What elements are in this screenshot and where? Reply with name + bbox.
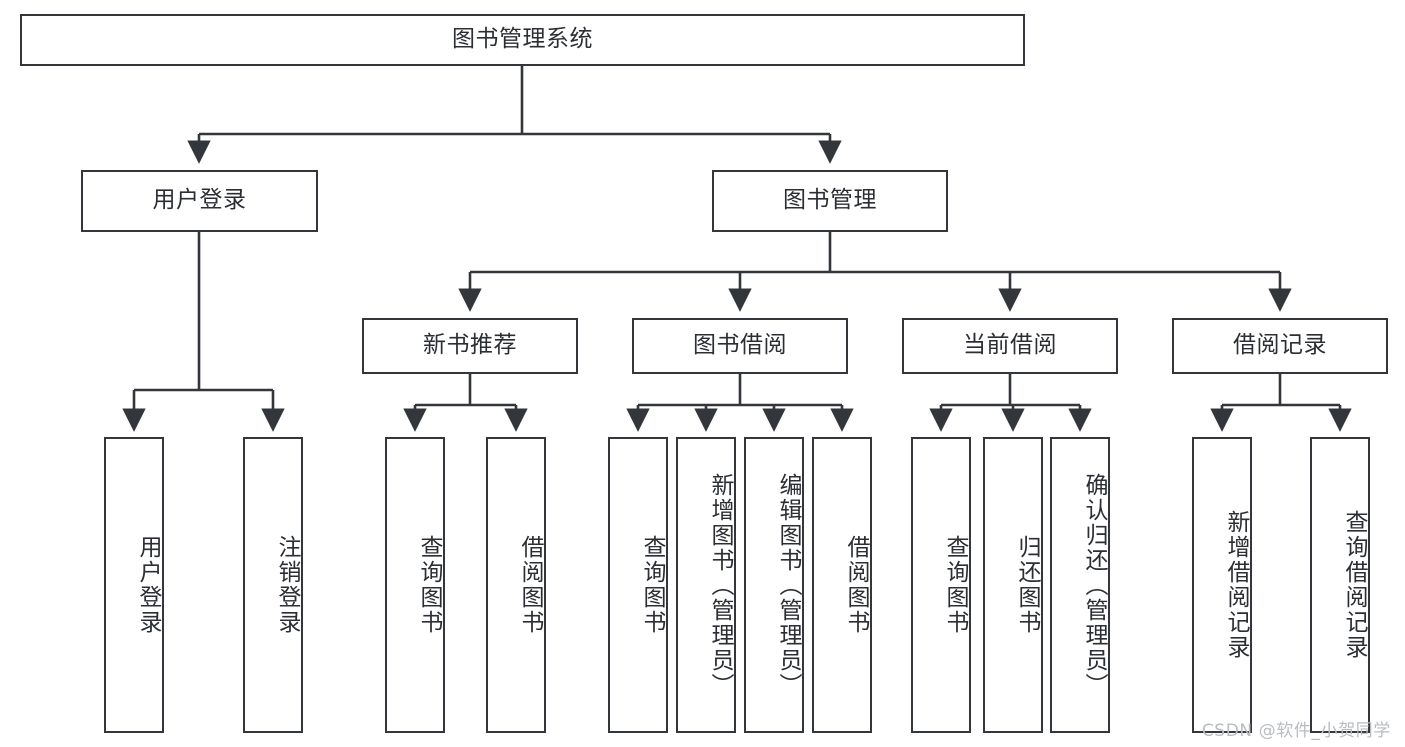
- leaf-edit-book-label: 编辑图书（管理员）: [775, 472, 801, 698]
- leaf-add-record[interactable]: 新增借阅记录: [1192, 437, 1252, 733]
- node-user-login[interactable]: 用户登录: [81, 170, 318, 232]
- leaf-borrow-book[interactable]: 借阅图书: [812, 437, 872, 733]
- leaf-edit-book[interactable]: 编辑图书（管理员）: [744, 437, 804, 733]
- leaf-add-book-label: 新增图书（管理员）: [707, 472, 733, 698]
- leaf-query-book-current[interactable]: 查询图书: [911, 437, 971, 733]
- node-new-book-recommend-label: 新书推荐: [423, 332, 517, 359]
- leaf-query-book-rec[interactable]: 查询图书: [385, 437, 445, 733]
- node-book-manage-label: 图书管理: [783, 187, 877, 214]
- leaf-query-record[interactable]: 查询借阅记录: [1310, 437, 1370, 733]
- leaf-query-record-label: 查询借阅记录: [1341, 510, 1367, 660]
- csdn-watermark: CSDN @软件_小贺同学: [1201, 721, 1391, 741]
- node-current-borrow[interactable]: 当前借阅: [902, 318, 1118, 374]
- leaf-add-book[interactable]: 新增图书（管理员）: [676, 437, 736, 733]
- leaf-confirm-return[interactable]: 确认归还（管理员）: [1050, 437, 1110, 733]
- node-root[interactable]: 图书管理系统: [20, 14, 1025, 66]
- leaf-borrow-book-rec[interactable]: 借阅图书: [486, 437, 546, 733]
- leaf-borrow-book-rec-label: 借阅图书: [517, 535, 543, 635]
- leaf-add-record-label: 新增借阅记录: [1223, 510, 1249, 660]
- leaf-query-book-rec-label: 查询图书: [416, 535, 442, 635]
- node-book-borrow-label: 图书借阅: [693, 332, 787, 359]
- leaf-user-login-label: 用户登录: [135, 535, 161, 635]
- node-root-label: 图书管理系统: [452, 26, 593, 53]
- node-current-borrow-label: 当前借阅: [963, 332, 1057, 359]
- leaf-user-logout-label: 注销登录: [274, 535, 300, 635]
- leaf-user-logout[interactable]: 注销登录: [243, 437, 303, 733]
- leaf-confirm-return-label: 确认归还（管理员）: [1081, 472, 1107, 698]
- node-user-login-label: 用户登录: [152, 187, 247, 214]
- leaf-query-book-borrow[interactable]: 查询图书: [608, 437, 668, 733]
- node-new-book-recommend[interactable]: 新书推荐: [362, 318, 578, 374]
- node-borrow-record-label: 借阅记录: [1233, 332, 1327, 359]
- node-book-manage[interactable]: 图书管理: [712, 170, 948, 232]
- leaf-user-login[interactable]: 用户登录: [104, 437, 164, 733]
- leaf-borrow-book-label: 借阅图书: [843, 535, 869, 635]
- leaf-return-book-label: 归还图书: [1014, 535, 1040, 635]
- leaf-query-book-current-label: 查询图书: [942, 535, 968, 635]
- leaf-return-book[interactable]: 归还图书: [983, 437, 1043, 733]
- node-book-borrow[interactable]: 图书借阅: [632, 318, 848, 374]
- node-borrow-record[interactable]: 借阅记录: [1172, 318, 1388, 374]
- leaf-query-book-borrow-label: 查询图书: [639, 535, 665, 635]
